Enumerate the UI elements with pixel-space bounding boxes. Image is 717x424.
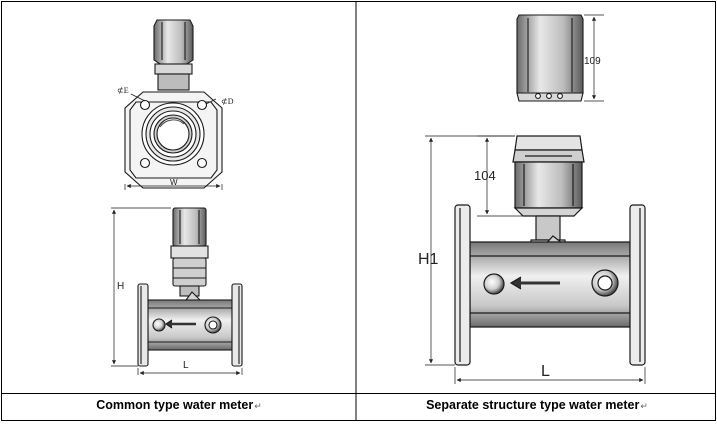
label-104: 104 xyxy=(474,168,496,183)
label-l-right: L xyxy=(541,363,550,380)
label-l-left: L xyxy=(183,360,189,371)
left-top-view xyxy=(124,19,223,190)
label-w: W xyxy=(170,178,178,187)
label-h: H xyxy=(117,281,124,292)
caption-separate-meter: Separate structure type water meter↵ xyxy=(358,398,716,416)
label-h1: H1 xyxy=(418,251,439,268)
caption-common-meter: Common type water meter↵ xyxy=(2,398,356,416)
left-side-view xyxy=(111,207,243,376)
label-109: 109 xyxy=(584,56,601,67)
right-meter-view xyxy=(425,135,646,384)
return-mark: ↵ xyxy=(640,401,648,411)
caption-left-text: Common type water meter xyxy=(96,398,254,412)
right-head-view xyxy=(516,14,604,102)
return-mark: ↵ xyxy=(254,401,262,411)
caption-right-text: Separate structure type water meter xyxy=(426,398,640,412)
label-phi-d: ⊄D xyxy=(221,97,234,106)
label-phi-e: ⊄E xyxy=(117,86,129,95)
